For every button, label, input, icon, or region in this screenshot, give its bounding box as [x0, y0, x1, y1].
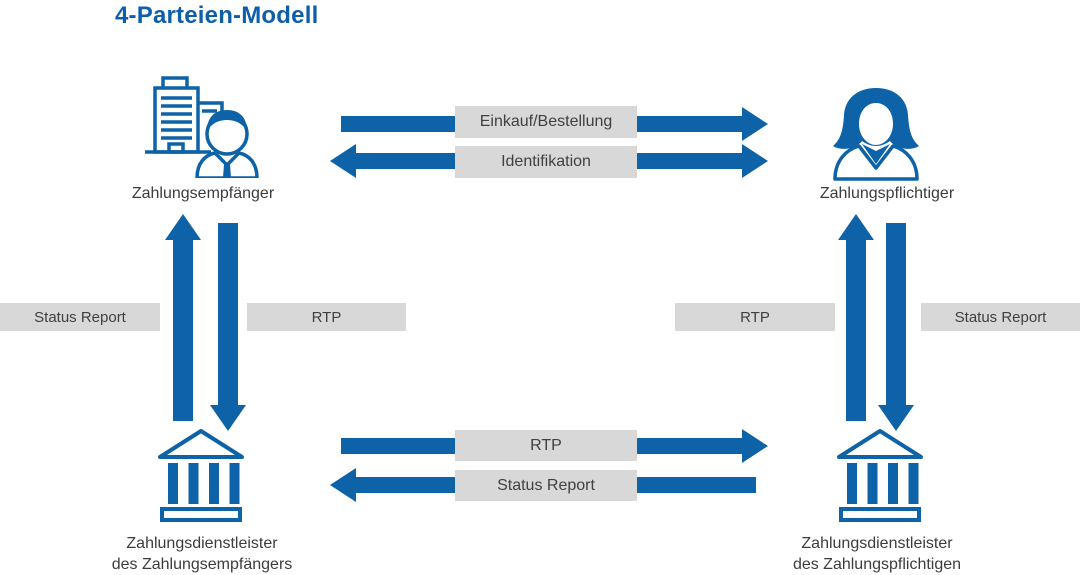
node-label-line1: Zahlungsdienstleister [801, 535, 953, 552]
office-person-icon [143, 64, 267, 180]
arrow-head-down-icon [210, 405, 246, 431]
woman-icon [829, 84, 924, 184]
node-label-line2: des Zahlungsempfängers [111, 556, 293, 573]
arrow-head-down-icon [878, 405, 914, 431]
arrow-body [218, 223, 238, 407]
flow-label-einkauf-bestellung: Einkauf/Bestellung [455, 106, 637, 138]
arrow-rtp-up-right [838, 214, 874, 421]
arrow-status-report-down-right [878, 223, 914, 431]
node-label-psp-payer: Zahlungsdienstleister des Zahlungspflich… [727, 533, 1027, 575]
flow-label-status-report-left: Status Report [0, 303, 160, 331]
arrow-body [173, 238, 193, 421]
flow-label-identifikation: Identifikation [455, 146, 637, 178]
flow-label-status-report-right: Status Report [921, 303, 1080, 331]
arrow-head-right-icon [742, 107, 768, 141]
arrow-body [846, 238, 866, 421]
node-label-line1: Zahlungsdienstleister [126, 535, 278, 552]
arrow-head-left-icon [330, 468, 356, 502]
node-label-psp-payee: Zahlungsdienstleister des Zahlungsempfän… [52, 533, 352, 575]
arrow-rtp-down-left [210, 223, 246, 431]
node-label-zahlungspflichtiger: Zahlungspflichtiger [819, 185, 955, 202]
payee-psp-bank-icon [153, 426, 249, 526]
arrow-body [886, 223, 906, 407]
diagram-title: 4-Parteien-Modell [115, 2, 319, 29]
arrow-head-right-icon [742, 144, 768, 178]
arrow-head-up-icon [838, 214, 874, 240]
arrow-head-left-icon [330, 144, 356, 178]
flow-label-rtp-right: RTP [675, 303, 835, 331]
payer-psp-bank-icon [832, 426, 928, 526]
flow-label-status-report-bottom: Status Report [455, 470, 637, 501]
node-label-line2: des Zahlungspflichtigen [792, 556, 962, 573]
node-label-zahlungsempfaenger: Zahlungsempfänger [131, 185, 275, 202]
arrow-status-report-up-left [165, 214, 201, 421]
arrow-head-right-icon [742, 429, 768, 463]
flow-label-rtp-left: RTP [247, 303, 406, 331]
flow-label-rtp-bottom: RTP [455, 430, 637, 461]
arrow-head-up-icon [165, 214, 201, 240]
